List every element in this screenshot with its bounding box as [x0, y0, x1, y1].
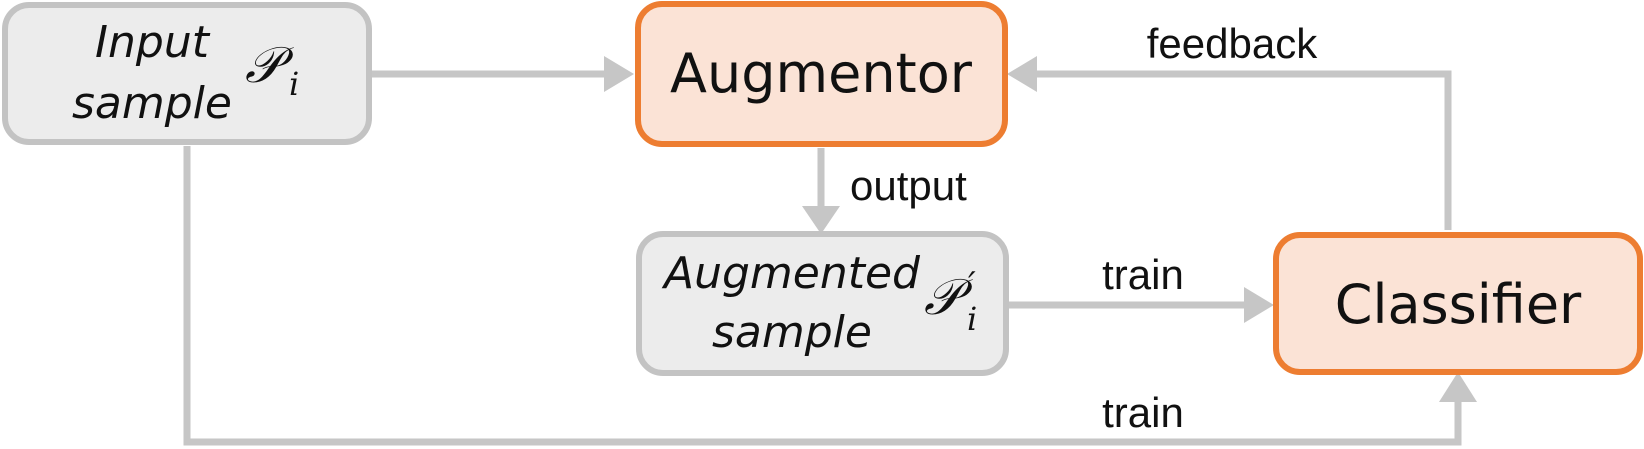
classifier-label: Classifier — [1335, 273, 1582, 336]
node-input-sample: Input sample 𝒫 i — [2, 2, 372, 145]
edge-input-to-augmentor — [370, 56, 634, 92]
edge-label-output: output — [850, 162, 967, 209]
augmented-sample-line1: Augmented — [661, 248, 921, 299]
edge-label-feedback: feedback — [1147, 20, 1318, 67]
input-sample-math-subscript: i — [289, 65, 299, 103]
edge-output — [802, 148, 840, 234]
node-augmented-sample: Augmented sample 𝒫 i ′ — [636, 231, 1009, 376]
edge-label-train-top: train — [1102, 251, 1184, 298]
augmented-sample-math-subscript: i — [967, 300, 977, 338]
augmentor-label: Augmentor — [670, 42, 973, 105]
input-sample-line2: sample — [72, 78, 232, 129]
edge-feedback — [1007, 56, 1452, 230]
edge-augmented-to-classifier — [1006, 287, 1274, 323]
input-sample-line1: Input — [95, 17, 211, 68]
augmented-sample-math-prime: ′ — [968, 265, 976, 305]
edge-label-train-bottom: train — [1102, 389, 1184, 436]
edge-input-to-classifier — [183, 146, 1477, 446]
node-classifier: Classifier — [1273, 232, 1643, 375]
augmented-sample-line2: sample — [712, 307, 872, 358]
node-augmentor: Augmentor — [635, 1, 1008, 147]
